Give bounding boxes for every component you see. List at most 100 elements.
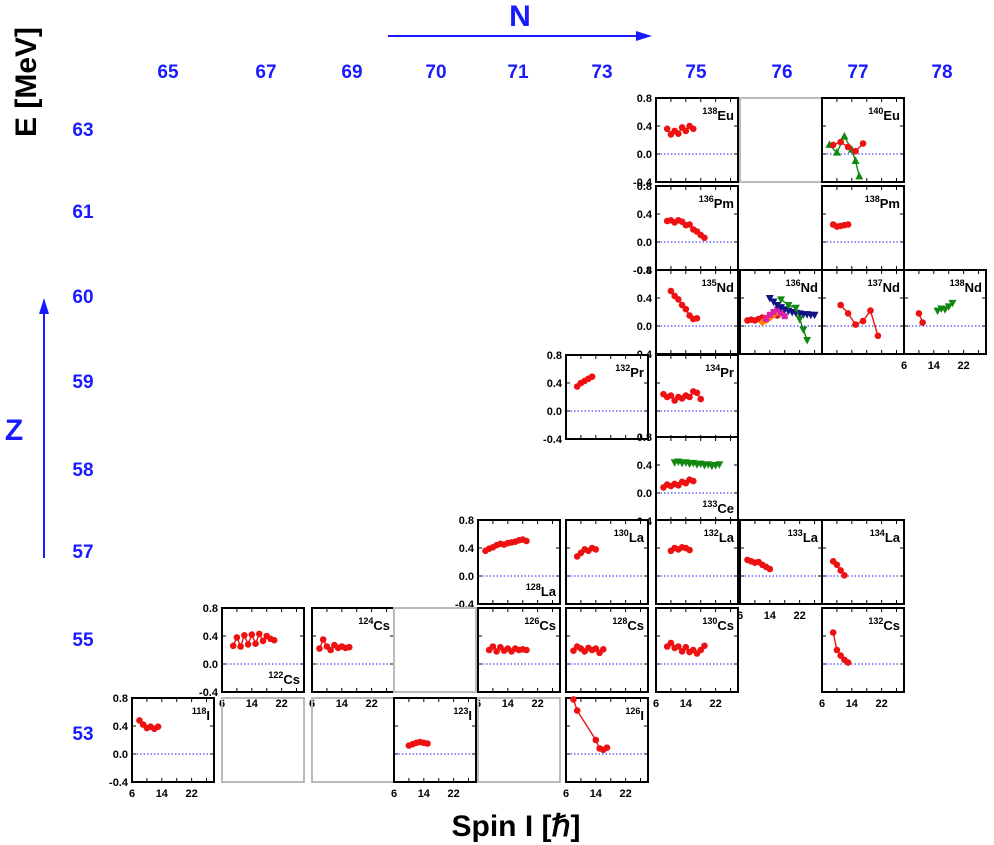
data-point [523,537,530,545]
data-point [859,140,867,147]
panel-frame [221,607,305,693]
n-label: 75 [685,62,707,83]
data-point [345,643,353,651]
x-tick-label: 14 [764,610,777,622]
data-point [829,629,837,636]
data-point [248,631,256,638]
x-tick-label: 6 [819,698,825,710]
nucleus-label: 126Cs [524,616,556,633]
nucleus-label: 140Eu [868,106,900,123]
nucleus-label: 136Nd [786,278,818,295]
panel-frame [477,519,561,605]
panel-la132: 132La [655,519,739,605]
data-point [766,565,774,573]
n-axis-label: N [509,0,531,33]
x-tick-label: 6 [129,788,135,800]
x-tick-label: 22 [876,698,888,710]
y-tick-label: 0.0 [637,237,652,249]
x-tick-label: 22 [620,788,632,800]
data-point [229,642,237,650]
z-label: 53 [72,724,93,745]
panel-frame [565,519,649,605]
data-point [573,707,581,714]
data-point [859,317,867,325]
data-point [833,561,841,569]
y-tick-label: -0.4 [543,434,563,446]
panel-empty-55-70 [393,607,477,693]
n-label: 73 [591,62,612,83]
nucleus-label: 128La [526,582,557,599]
x-tick-label: 14 [846,698,859,710]
data-point [667,287,675,295]
data-point [675,130,682,137]
y-tick-label: 0.8 [637,93,652,105]
y-tick-label: 0.0 [637,488,652,500]
z-label: 57 [72,542,93,563]
y-tick-label: 0.4 [637,460,653,472]
y-tick-label: 0.4 [113,721,129,733]
data-point [874,332,882,340]
data-point [599,646,607,653]
x-tick-label: 6 [737,610,743,622]
panel-nd135: 0.80.40.0-0.4135Nd [633,265,739,361]
panel-frame [393,697,477,783]
data-point [675,643,682,650]
data-point [686,221,693,228]
data-point [489,643,497,650]
x-tick-label: 14 [336,698,349,710]
nucleus-label: 136Pm [699,194,734,211]
data-point [675,296,682,303]
nucleus-label: 122Cs [268,670,300,687]
z-label: 60 [72,287,93,308]
nucleus-label: 135Nd [702,278,734,295]
y-tick-label: 0.8 [203,603,218,615]
panel-empty-53-71 [477,697,561,783]
data-point [327,646,334,654]
data-point [941,306,949,314]
data-point [667,639,675,647]
data-point [777,296,785,304]
x-tick-label: 22 [958,360,970,372]
data-point [855,171,864,180]
x-tick-label: 14 [418,788,431,800]
y-tick-label: 0.4 [459,543,475,555]
nucleus-label: 132Pr [615,363,644,380]
y-tick-label: -0.4 [109,777,129,789]
y-tick-label: 0.8 [547,350,562,362]
x-tick-label: 14 [246,698,259,710]
data-point [663,125,671,133]
y-tick-label: 0.4 [203,631,219,643]
data-point [778,310,784,317]
data-point [837,138,844,146]
data-point [693,389,701,397]
y-tick-label: 0.8 [637,265,652,277]
data-point [844,310,852,317]
n-label: 65 [157,62,179,83]
y-tick-label: 0.0 [547,406,562,418]
panel-frame [131,697,215,783]
data-point [773,302,782,310]
data-point [837,567,844,574]
z-label: 59 [72,372,93,393]
data-point [948,299,957,308]
data-point [424,740,431,747]
y-tick-label: 0.8 [637,181,652,193]
y-tick-label: -0.4 [199,687,219,699]
z-label: 63 [72,120,93,141]
empty-panel-frame [477,697,561,783]
data-point [244,641,252,648]
x-tick-label: 22 [794,610,806,622]
data-point [867,307,874,314]
data-point [919,319,926,326]
data-point [784,302,793,310]
data-point [791,304,800,313]
panel-frame [655,269,739,355]
